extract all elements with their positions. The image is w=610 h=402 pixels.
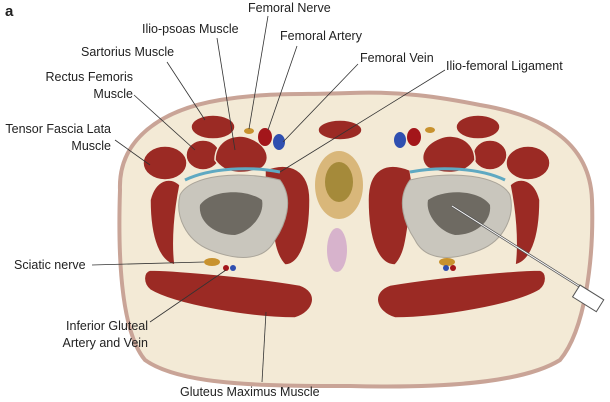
sartorius-muscle-left bbox=[190, 114, 236, 140]
label-rectus-femoris-line2: Muscle bbox=[93, 87, 133, 101]
iliofemoral-ligament-right bbox=[409, 167, 506, 182]
femoral-artery-left bbox=[258, 128, 272, 146]
rectum bbox=[327, 228, 347, 272]
sciatic-nerve-left bbox=[204, 258, 220, 266]
label-tensor-fascia-lata-line2: Muscle bbox=[71, 139, 111, 153]
posterior-muscle-right bbox=[367, 165, 416, 266]
anterior-muscle-center bbox=[317, 119, 363, 141]
label-sciatic-nerve: Sciatic nerve bbox=[14, 258, 86, 272]
inferior-gluteal-artery-left bbox=[223, 265, 229, 271]
femoral-artery-right bbox=[407, 128, 421, 146]
label-femoral-nerve: Femoral Nerve bbox=[248, 1, 331, 15]
sartorius-muscle-right bbox=[455, 114, 501, 140]
sciatic-nerve-right bbox=[439, 258, 455, 266]
label-iliopsoas: Ilio-psoas Muscle bbox=[142, 22, 239, 36]
inferior-gluteal-artery-right bbox=[450, 265, 456, 271]
iliopsoas-muscle-right bbox=[421, 135, 476, 174]
label-tensor-fascia-lata-line1: Tensor Fascia Lata bbox=[5, 122, 111, 136]
tensor-fascia-lata-left bbox=[142, 145, 188, 181]
gluteus-maximus-right bbox=[376, 269, 547, 319]
inferior-gluteal-vein-right bbox=[443, 265, 449, 271]
gluteus-medius-left bbox=[149, 179, 181, 266]
label-inferior-gluteal-line1: Inferior Gluteal bbox=[66, 319, 148, 333]
femoral-head-left bbox=[199, 192, 263, 235]
needle bbox=[451, 204, 605, 313]
tensor-fascia-lata-right bbox=[505, 145, 551, 181]
inferior-gluteal-vein-left bbox=[230, 265, 236, 271]
femoral-vein-left bbox=[273, 134, 285, 150]
label-rectus-femoris-line1: Rectus Femoris bbox=[45, 70, 133, 84]
femoral-nerve-left bbox=[244, 128, 254, 134]
label-inferior-gluteal-line2: Artery and Vein bbox=[63, 336, 149, 350]
leader-lines bbox=[91, 15, 446, 383]
label-sartorius: Sartorius Muscle bbox=[81, 45, 174, 59]
label-femoral-artery: Femoral Artery bbox=[280, 29, 363, 43]
label-femoral-vein: Femoral Vein bbox=[360, 51, 434, 65]
femoral-head-right bbox=[427, 192, 491, 235]
femoral-nerve-right bbox=[425, 127, 435, 133]
panel-label: a bbox=[5, 3, 14, 20]
femoral-vein-right bbox=[394, 132, 406, 148]
label-gluteus-maximus: Gluteus Maximus Muscle bbox=[180, 385, 320, 399]
label-iliofemoral-ligament: Ilio-femoral Ligament bbox=[446, 59, 563, 73]
iliopsoas-muscle-left bbox=[214, 135, 269, 174]
rectus-femoris-right bbox=[472, 139, 508, 171]
gluteus-medius-right bbox=[509, 179, 541, 266]
iliofemoral-ligament-left bbox=[184, 167, 281, 182]
pubic-inner bbox=[325, 162, 353, 202]
